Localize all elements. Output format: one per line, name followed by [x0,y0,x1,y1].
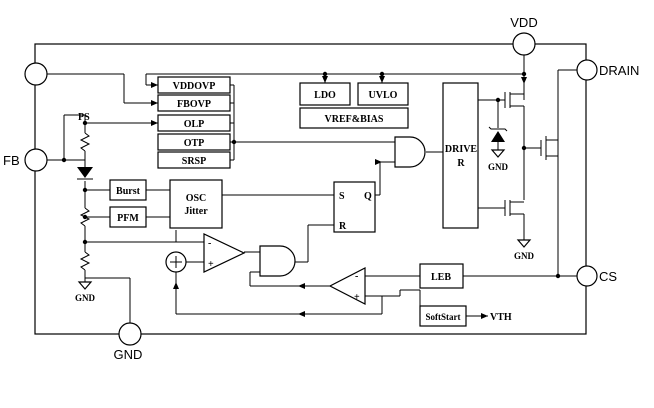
arrowheads [151,76,527,319]
osc-label: OSC [186,193,207,204]
vdd-pin [512,32,536,56]
vth-label: VTH [490,312,512,323]
junctions [61,71,561,279]
vddovp-label: VDDOVP [173,81,216,92]
amp-minus-label: - [208,238,211,249]
uvlo-block [357,82,409,106]
ground-symbol-fet [516,239,532,248]
srsp-block [157,151,231,169]
drain-pin [576,59,598,81]
olp-label: OLP [184,119,205,130]
drain-pin-label: DRAIN [599,63,639,78]
vddovp-block [157,76,231,94]
chip-outline [34,43,587,335]
fbovp-block [157,94,231,112]
ps-diode [77,167,93,180]
gnd-diode-label: GND [488,162,509,172]
otp-block [157,133,231,151]
zener-diode [488,126,508,142]
otp-label: OTP [184,138,205,149]
sr-latch [333,181,376,233]
jitter-label: Jitter [184,206,208,217]
cmp-plus-label: + [354,292,360,303]
top-left-pin [24,62,48,86]
softstart-label: SoftStart [426,312,461,322]
burst-label: Burst [116,186,141,197]
ldo-label: LDO [314,90,336,101]
cs-pin-label: CS [599,269,617,284]
ps-label: PS [78,112,90,123]
driver-block [442,82,479,229]
sr-q-label: Q [364,191,372,202]
fb-pin [24,148,48,172]
cs-pin [576,265,598,287]
cs-comparator [328,267,366,305]
vref-bias-label: VREF&BIAS [325,114,384,125]
gnd-fet-label: GND [514,251,535,261]
sr-s-label: S [339,191,345,202]
gnd-pin-label: GND [114,347,143,362]
softstart-block [419,305,467,327]
and-gate-pwm [259,245,296,277]
osc-jitter-block [169,179,223,229]
summing-node [165,251,187,273]
ldo-block [299,82,351,106]
vdd-pin-label: VDD [510,15,537,30]
driver-label-1: DRIVE [445,144,478,155]
leb-label: LEB [431,272,451,283]
uvlo-label: UVLO [369,90,398,101]
ground-symbol-diode [490,149,506,158]
vref-bias-block [299,107,409,129]
wiring [47,55,586,324]
and-gate-driver [394,136,426,168]
fbovp-label: FBOVP [177,99,211,110]
pfm-block [109,206,147,228]
leb-block [419,263,464,289]
ground-symbol-left [77,281,93,290]
srsp-label: SRSP [182,156,206,167]
fb-pin-label: FB [3,153,20,168]
olp-block [157,114,231,132]
gnd-pin [118,322,142,346]
sr-r-label: R [339,221,347,232]
pfm-label: PFM [117,213,139,224]
driver-label-2: R [457,158,465,169]
burst-block [109,179,147,201]
gnd-left-label: GND [75,293,96,303]
error-amplifier [203,233,246,273]
cmp-minus-label: - [355,271,358,282]
amp-plus-label: + [208,259,214,270]
